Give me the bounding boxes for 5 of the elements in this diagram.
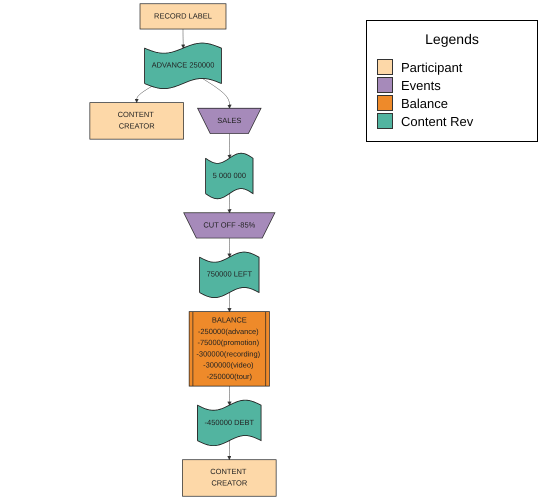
legend-label: Balance [401,96,448,110]
legend-label: Content Rev [401,114,474,128]
legend-title: Legends [424,31,480,47]
legend-label: Participant [401,60,462,74]
legend-label: Events [401,78,441,92]
